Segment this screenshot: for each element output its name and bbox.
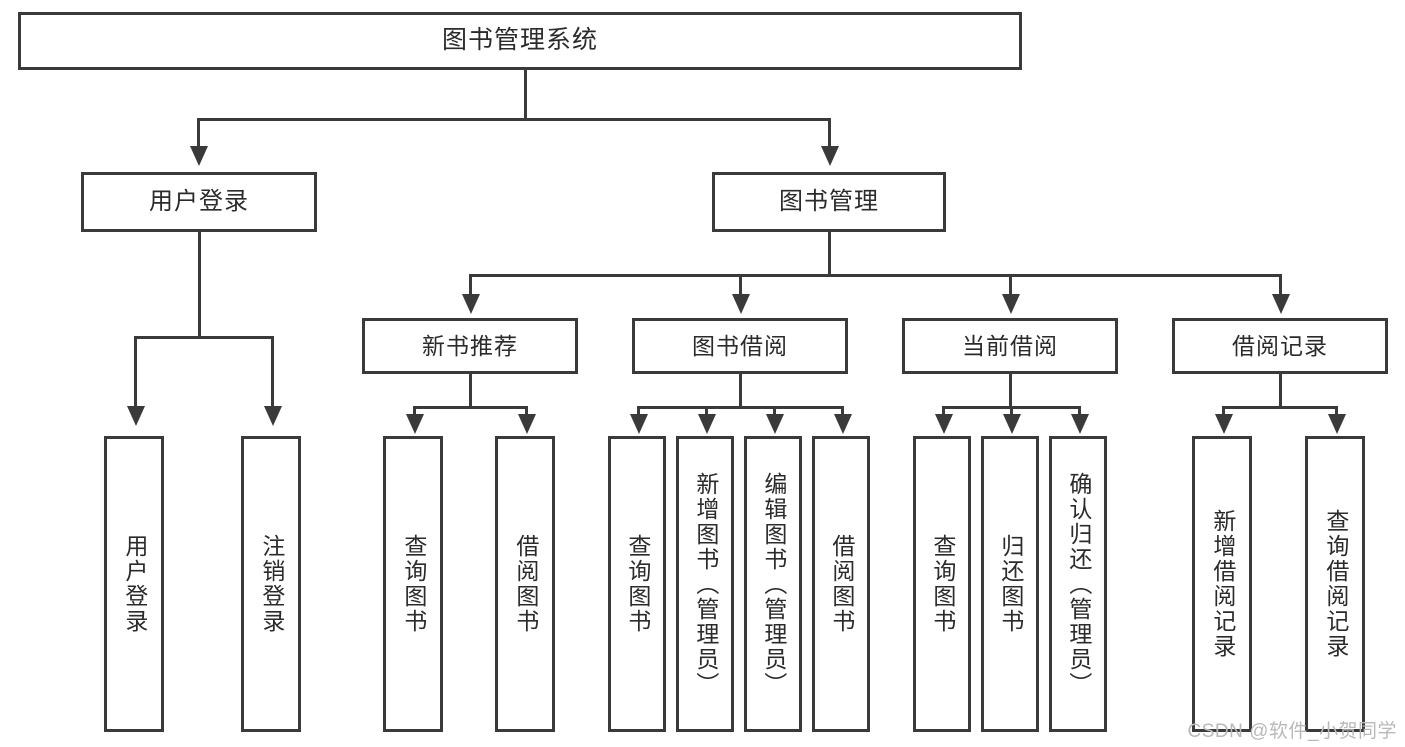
node-root-system[interactable]: 图书管理系统 [18,12,1022,70]
node-borrow-record[interactable]: 借阅记录 [1172,318,1388,374]
connector-current-borrow-leaf-3 [1078,406,1081,418]
leaf-user-login-login[interactable]: 用户登录 [104,436,164,732]
node-label: 查询借阅记录 [1322,509,1349,659]
connector-book-manage-to-new-book [469,274,472,296]
connector-user-login-stem [198,232,201,336]
connector-user-login-to-leaf-2 [271,336,274,408]
connector-new-book-bar [413,406,526,409]
leaf-book-borrow-query[interactable]: 查询图书 [608,436,666,732]
node-label: 借阅图书 [512,534,539,634]
arrowhead-book-borrow-leaf-2 [698,414,716,434]
arrowhead-new-book-leaf-1 [406,414,424,434]
connector-root-bar [197,118,829,121]
connector-book-borrow-stem [739,374,742,406]
connector-book-borrow-leaf-1 [637,406,640,418]
node-label: 新增借阅记录 [1209,509,1236,659]
node-label: 图书借阅 [692,332,788,359]
connector-borrow-record-leaf-1 [1222,406,1225,418]
arrowhead-book-manage-record [1272,294,1290,314]
connector-book-manage-bar [469,274,1279,277]
node-label: 借阅图书 [828,534,855,634]
leaf-new-book-query[interactable]: 查询图书 [383,436,443,732]
connector-user-login-to-leaf-1 [134,336,137,408]
connector-current-borrow-leaf-2 [1010,406,1013,418]
arrowhead-current-borrow-leaf-1 [935,414,953,434]
node-label: 新书推荐 [422,332,518,359]
node-book-management[interactable]: 图书管理 [712,172,946,232]
connector-current-borrow-leaf-1 [942,406,945,418]
connector-borrow-record-bar [1222,406,1336,409]
arrowhead-user-login-leaf-2 [264,406,282,426]
node-user-login[interactable]: 用户登录 [81,172,317,232]
node-book-borrow[interactable]: 图书借阅 [632,318,848,374]
connector-book-manage-to-current [1009,274,1012,296]
node-label: 图书管理系统 [441,26,598,55]
connector-root-to-book-manage [828,118,831,148]
node-label: 确认归还（管理员） [1065,471,1092,697]
connector-borrow-record-leaf-2 [1335,406,1338,418]
node-label: 查询图书 [624,534,651,634]
arrowhead-book-borrow-leaf-4 [834,414,852,434]
node-current-borrow[interactable]: 当前借阅 [902,318,1118,374]
node-label: 查询图书 [929,534,956,634]
node-label: 用户登录 [149,188,249,215]
arrowhead-book-manage-current [1002,294,1020,314]
leaf-book-borrow-borrow[interactable]: 借阅图书 [812,436,870,732]
connector-current-borrow-stem [1009,374,1012,406]
connector-new-book-leaf-1 [413,406,416,418]
connector-book-manage-to-record [1279,274,1282,296]
leaf-borrow-record-query[interactable]: 查询借阅记录 [1305,436,1365,732]
arrowhead-borrow-record-leaf-1 [1215,414,1233,434]
leaf-book-borrow-add[interactable]: 新增图书（管理员） [676,436,734,732]
node-label: 当前借阅 [962,332,1058,359]
node-label: 注销登录 [258,534,285,634]
leaf-current-borrow-confirm[interactable]: 确认归还（管理员） [1049,436,1107,732]
arrowhead-book-borrow-leaf-3 [766,414,784,434]
arrowhead-root-to-book-manage [821,146,839,166]
arrowhead-current-borrow-leaf-2 [1003,414,1021,434]
node-new-book-recommend[interactable]: 新书推荐 [362,318,578,374]
connector-book-borrow-leaf-3 [773,406,776,418]
connector-new-book-leaf-2 [525,406,528,418]
arrowhead-root-to-user-login [190,146,208,166]
connector-book-borrow-leaf-4 [841,406,844,418]
node-label: 归还图书 [997,534,1024,634]
node-label: 借阅记录 [1232,332,1328,359]
node-label: 编辑图书（管理员） [760,471,787,697]
connector-user-login-bar [134,336,272,339]
connector-book-borrow-leaf-2 [705,406,708,418]
arrowhead-new-book-leaf-2 [518,414,536,434]
node-label: 用户登录 [121,534,148,634]
connector-root-stem [524,70,527,118]
arrowhead-current-borrow-leaf-3 [1071,414,1089,434]
connector-new-book-stem [469,374,472,406]
arrowhead-borrow-record-leaf-2 [1328,414,1346,434]
leaf-borrow-record-add[interactable]: 新增借阅记录 [1192,436,1252,732]
leaf-new-book-borrow[interactable]: 借阅图书 [495,436,555,732]
leaf-user-login-logout[interactable]: 注销登录 [241,436,301,732]
node-label: 查询图书 [400,534,427,634]
connector-book-borrow-bar [637,406,842,409]
arrowhead-user-login-leaf-1 [127,406,145,426]
leaf-current-borrow-query[interactable]: 查询图书 [913,436,971,732]
leaf-current-borrow-return[interactable]: 归还图书 [981,436,1039,732]
arrowhead-book-manage-new-book [462,294,480,314]
node-label: 图书管理 [779,188,879,215]
connector-book-manage-stem [828,232,831,274]
connector-borrow-record-stem [1279,374,1282,406]
connector-book-manage-to-borrow [739,274,742,296]
node-label: 新增图书（管理员） [692,471,719,697]
leaf-book-borrow-edit[interactable]: 编辑图书（管理员） [744,436,802,732]
arrowhead-book-manage-borrow [732,294,750,314]
connector-root-to-user-login [197,118,200,148]
arrowhead-book-borrow-leaf-1 [630,414,648,434]
